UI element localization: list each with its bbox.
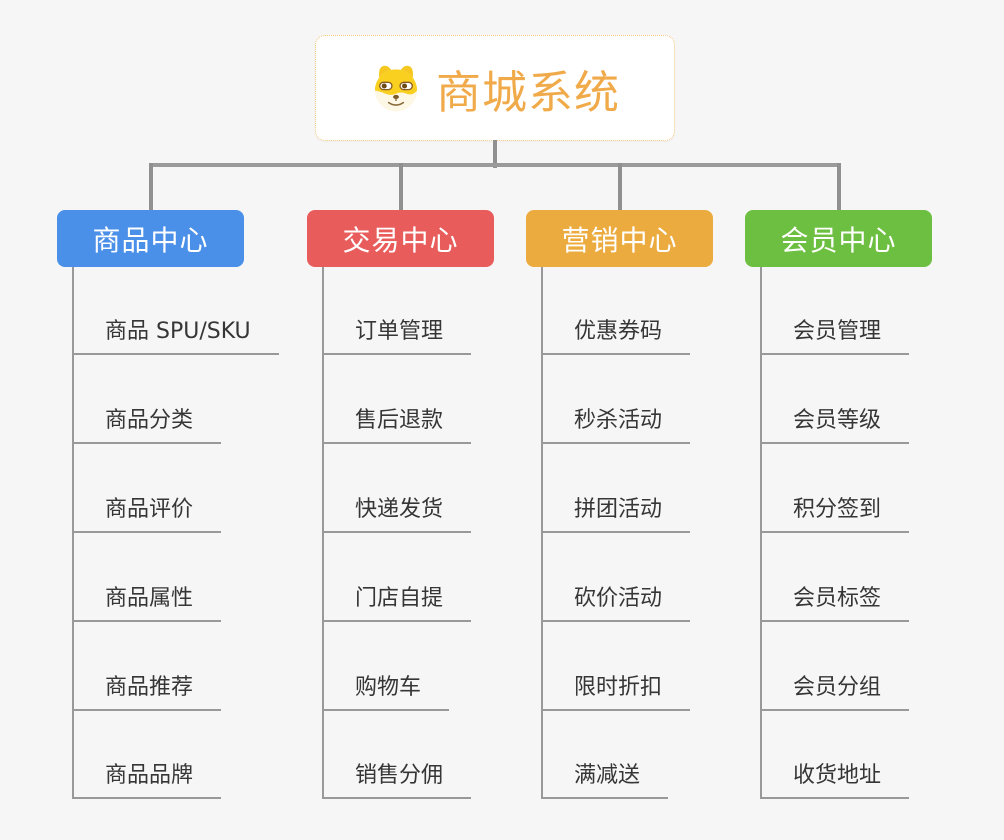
child-node[interactable]: 门店自提 xyxy=(322,580,472,622)
connector-drop xyxy=(836,163,841,210)
branch-node[interactable]: 营销中心 xyxy=(526,210,713,267)
connector-drop xyxy=(148,163,153,210)
child-node[interactable]: 优惠券码 xyxy=(541,313,691,355)
child-node[interactable]: 销售分佣 xyxy=(322,757,472,799)
branch-label: 营销中心 xyxy=(561,223,678,257)
branch-label: 商品中心 xyxy=(92,223,209,257)
child-node[interactable]: 积分签到 xyxy=(760,491,910,533)
branch-rail-line xyxy=(322,267,324,799)
root-node[interactable]: 商城系统 xyxy=(315,35,675,141)
child-node[interactable]: 快递发货 xyxy=(322,491,472,533)
child-node[interactable]: 秒杀活动 xyxy=(541,402,691,444)
connector-horizontal-bar xyxy=(149,163,841,167)
child-node[interactable]: 会员管理 xyxy=(760,313,910,355)
child-node[interactable]: 订单管理 xyxy=(322,313,472,355)
child-node[interactable]: 商品属性 xyxy=(72,580,222,622)
connector-drop xyxy=(617,163,622,210)
child-node[interactable]: 商品推荐 xyxy=(72,669,222,711)
dog-face-icon xyxy=(370,62,422,114)
child-node[interactable]: 商品 SPU/SKU xyxy=(72,313,279,355)
branch-node[interactable]: 商品中心 xyxy=(57,210,244,267)
child-node[interactable]: 商品分类 xyxy=(72,402,222,444)
branch-rail-line xyxy=(760,267,762,799)
child-node[interactable]: 拼团活动 xyxy=(541,491,691,533)
branch-rail-line xyxy=(72,267,74,799)
child-node[interactable]: 商品品牌 xyxy=(72,757,222,799)
child-node[interactable]: 砍价活动 xyxy=(541,580,691,622)
branch-node[interactable]: 会员中心 xyxy=(745,210,932,267)
connector-stem xyxy=(493,140,497,168)
child-node[interactable]: 商品评价 xyxy=(72,491,222,533)
child-node[interactable]: 限时折扣 xyxy=(541,669,691,711)
branch-label: 会员中心 xyxy=(780,223,897,257)
root-title: 商城系统 xyxy=(435,65,620,119)
child-node[interactable]: 售后退款 xyxy=(322,402,472,444)
child-node[interactable]: 会员等级 xyxy=(760,402,910,444)
branch-rail-line xyxy=(541,267,543,799)
child-node[interactable]: 收货地址 xyxy=(760,757,910,799)
child-node[interactable]: 满减送 xyxy=(541,757,669,799)
connector-drop xyxy=(398,163,403,210)
child-node[interactable]: 购物车 xyxy=(322,669,450,711)
branch-label: 交易中心 xyxy=(342,223,459,257)
child-node[interactable]: 会员标签 xyxy=(760,580,910,622)
branch-node[interactable]: 交易中心 xyxy=(307,210,494,267)
child-node[interactable]: 会员分组 xyxy=(760,669,910,711)
